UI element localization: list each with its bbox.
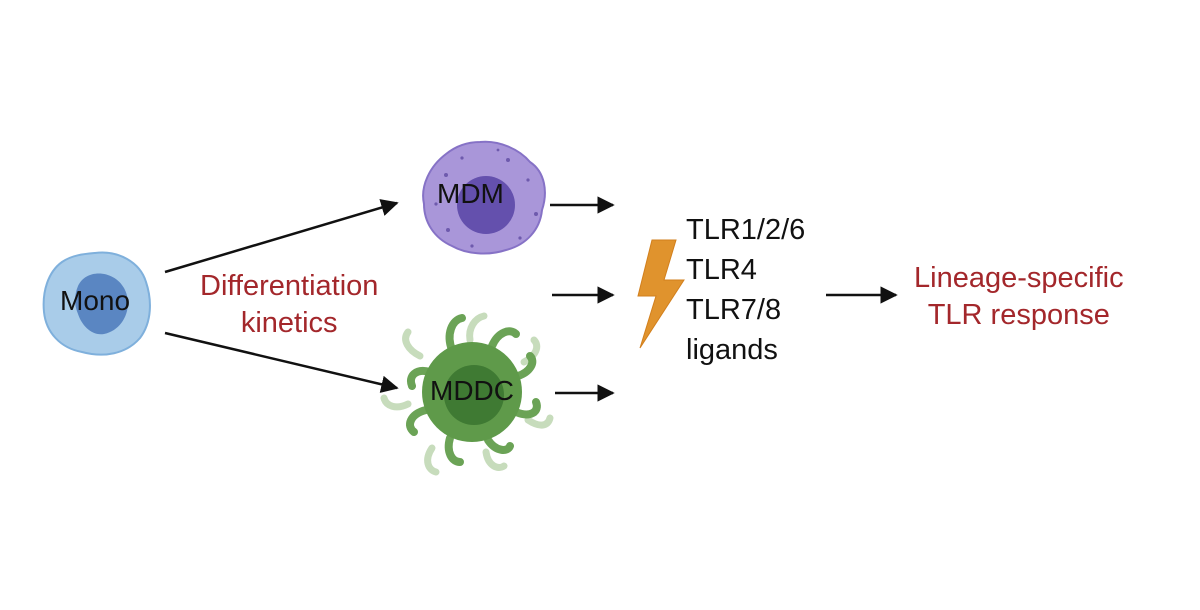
response-label: Lineage-specific TLR response [914,260,1124,334]
dendritic-cell-icon [380,312,554,476]
mdm-label: MDM [437,178,504,209]
lightning-bolt-icon [637,239,685,349]
ligand-item-3: ligands [686,334,778,366]
response-line-2: TLR response [927,299,1110,331]
ligand-item-2: TLR7/8 [686,294,782,326]
arrow-mono-to-mdm [164,199,399,274]
mono-label: Mono [60,285,131,316]
differentiation-line-2: kinetics [240,307,338,339]
differentiation-line-1: Differentiation [200,270,379,302]
mddc-label: MDDC [430,375,514,406]
monocyte-cell-icon [42,251,151,356]
ligand-item-1: TLR4 [686,254,757,286]
differentiation-kinetics-label: Differentiation kinetics [200,268,378,342]
ligand-list: TLR1/2/6 TLR4 TLR7/8 ligands [686,210,805,370]
ligand-item-0: TLR1/2/6 [686,214,806,246]
macrophage-cell-icon [422,140,546,255]
response-line-1: Lineage-specific [914,262,1124,294]
arrow-mono-to-mddc [164,331,399,393]
